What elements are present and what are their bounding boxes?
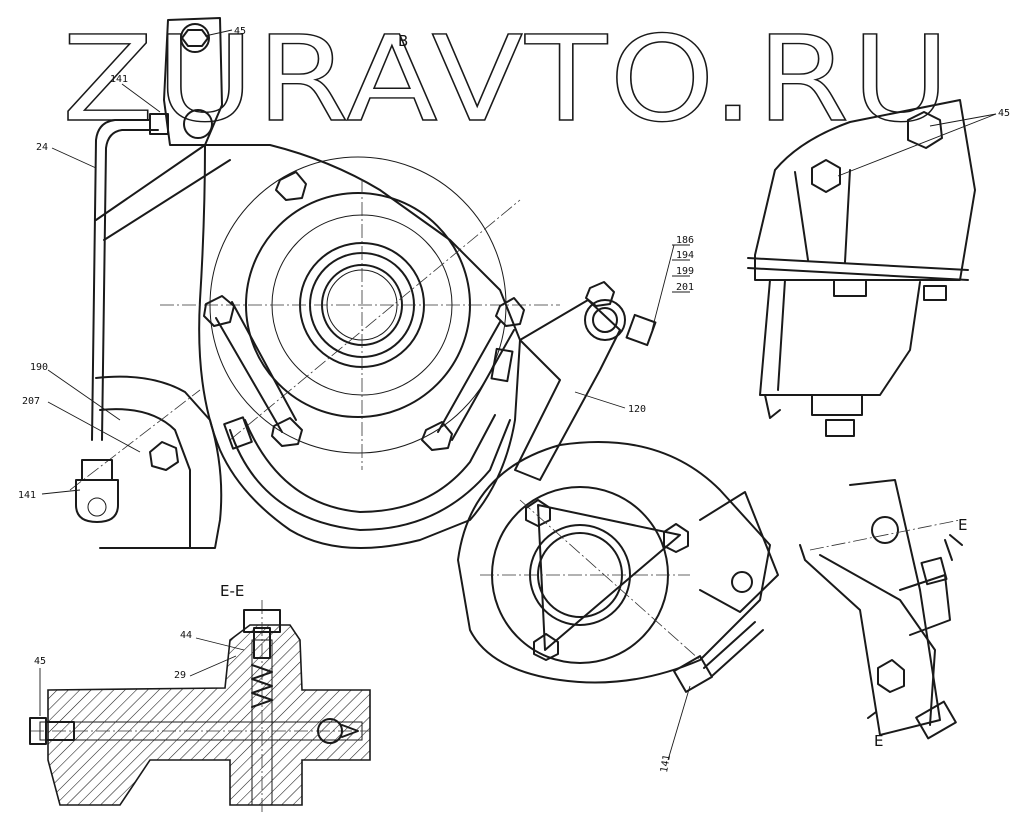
section-mark-bottom: E <box>874 732 883 750</box>
bolt-flange-5 <box>495 297 525 327</box>
leader-lines <box>39 29 997 761</box>
callout-190: 190 <box>30 362 48 373</box>
section-title: E-E <box>220 582 244 600</box>
callout-141-top: 141 <box>110 74 128 85</box>
main-view <box>69 17 779 693</box>
bolt-flange-3 <box>271 417 303 447</box>
section-mark-top: E <box>958 516 967 534</box>
watermark-text: ZURAVTO.RU <box>62 10 952 148</box>
fitting-141-left <box>81 459 113 481</box>
section-body <box>47 624 371 806</box>
callout-44: 44 <box>180 630 192 641</box>
section-e-e <box>29 600 371 815</box>
fitting-141-bottom <box>673 655 713 693</box>
pump-housing <box>198 144 521 549</box>
callout-199: 199 <box>676 266 694 277</box>
bolt-45-right-1 <box>907 111 943 149</box>
bolt-45-top <box>180 23 210 53</box>
callout-24: 24 <box>36 142 48 153</box>
callout-120: 120 <box>628 404 646 415</box>
lower-flange-housing <box>457 441 771 684</box>
callout-186: 186 <box>676 235 694 246</box>
fitting-141-top <box>183 109 213 139</box>
bolt-flange-1 <box>275 171 307 201</box>
callout-45-right: 45 <box>998 108 1010 119</box>
lower-right-view <box>799 479 961 740</box>
callout-45-top: 45 <box>234 26 246 37</box>
bolt-45-right-2 <box>811 159 841 193</box>
callout-194: 194 <box>676 250 694 261</box>
bolt-flange-2 <box>203 295 235 327</box>
callout-29: 29 <box>174 670 186 681</box>
callout-45-section: 45 <box>34 656 46 667</box>
callout-201: 201 <box>676 282 694 293</box>
arm-120 <box>514 299 621 481</box>
bolt-flange-4 <box>421 421 453 451</box>
callout-207: 207 <box>22 396 40 407</box>
callout-141-left: 141 <box>18 490 36 501</box>
callout-141-bottom: 141 <box>659 754 673 774</box>
upper-right-view <box>747 99 976 437</box>
pipe-24 <box>91 119 151 441</box>
view-letter: B <box>398 32 408 50</box>
